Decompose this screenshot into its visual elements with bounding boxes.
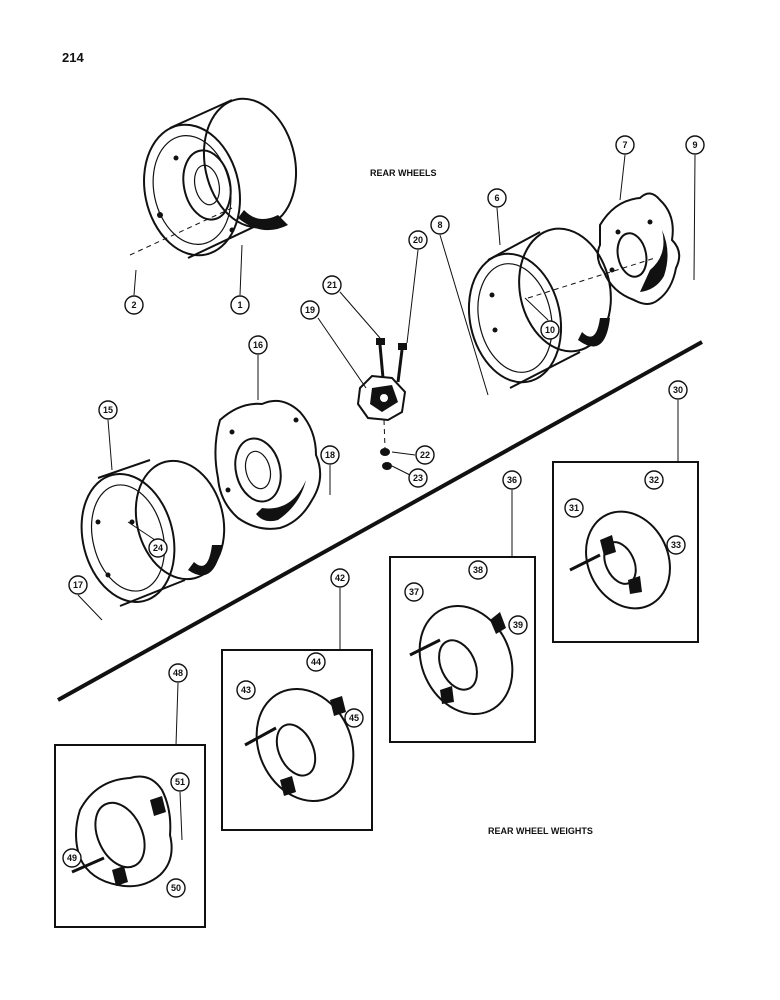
center-disc-16 (214, 399, 322, 530)
rear-wheel-rim-1 (143, 97, 298, 259)
callout-22: 22 (415, 445, 435, 465)
callout-49: 49 (62, 848, 82, 868)
center-disc-7 (596, 192, 681, 305)
rear-wheel-weights-title: REAR WHEEL WEIGHTS (488, 826, 593, 836)
callout-50: 50 (166, 878, 186, 898)
callout-6: 6 (487, 188, 507, 208)
svg-text:18: 18 (325, 450, 335, 460)
svg-text:6: 6 (494, 193, 499, 203)
callout-2: 2 (124, 295, 144, 315)
svg-text:7: 7 (622, 140, 627, 150)
callout-30: 30 (668, 380, 688, 400)
callout-17: 17 (68, 575, 88, 595)
svg-text:37: 37 (409, 587, 419, 597)
svg-text:22: 22 (420, 450, 430, 460)
section-divider (57, 340, 703, 702)
svg-text:23: 23 (413, 473, 423, 483)
wheel-weight-48 (71, 775, 173, 888)
svg-text:33: 33 (671, 540, 681, 550)
callout-51: 51 (170, 772, 190, 792)
callout-20: 20 (408, 230, 428, 250)
svg-text:15: 15 (103, 405, 113, 415)
svg-text:38: 38 (473, 565, 483, 575)
rear-wheels-title: REAR WHEELS (370, 168, 437, 178)
callout-23: 23 (408, 468, 428, 488)
wheel-weight-30 (569, 510, 671, 610)
weight-box-42 (221, 649, 373, 831)
callout-18: 18 (320, 445, 340, 465)
callout-9: 9 (685, 135, 705, 155)
svg-text:31: 31 (569, 503, 579, 513)
rear-wheel-rim-15 (80, 459, 226, 607)
callout-10: 10 (540, 320, 560, 340)
svg-text:16: 16 (253, 340, 263, 350)
svg-text:30: 30 (673, 385, 683, 395)
svg-text:45: 45 (349, 713, 359, 723)
svg-text:42: 42 (335, 573, 345, 583)
svg-text:19: 19 (305, 305, 315, 315)
svg-text:21: 21 (327, 280, 337, 290)
svg-text:20: 20 (413, 235, 423, 245)
callout-33: 33 (666, 535, 686, 555)
svg-text:48: 48 (173, 668, 183, 678)
rear-wheel-rim-6 (467, 227, 612, 389)
callout-7: 7 (615, 135, 635, 155)
wheel-weight-42 (244, 687, 355, 803)
svg-text:10: 10 (545, 325, 555, 335)
svg-text:51: 51 (175, 777, 185, 787)
callout-42: 42 (330, 568, 350, 588)
svg-text:9: 9 (692, 140, 697, 150)
svg-text:49: 49 (67, 853, 77, 863)
page-number: 214 (62, 50, 84, 65)
svg-text:24: 24 (153, 543, 163, 553)
svg-text:2: 2 (131, 300, 136, 310)
callout-38: 38 (468, 560, 488, 580)
svg-text:8: 8 (437, 220, 442, 230)
svg-text:39: 39 (513, 620, 523, 630)
callout-21: 21 (322, 275, 342, 295)
callout-24: 24 (148, 538, 168, 558)
callout-15: 15 (98, 400, 118, 420)
callout-32: 32 (644, 470, 664, 490)
callout-31: 31 (564, 498, 584, 518)
svg-text:1: 1 (237, 300, 242, 310)
svg-text:17: 17 (73, 580, 83, 590)
svg-text:36: 36 (507, 475, 517, 485)
callout-8: 8 (430, 215, 450, 235)
callout-16: 16 (248, 335, 268, 355)
weight-box-48 (54, 744, 206, 928)
callout-44: 44 (306, 652, 326, 672)
callout-36: 36 (502, 470, 522, 490)
svg-text:50: 50 (171, 883, 181, 893)
svg-text:43: 43 (241, 685, 251, 695)
callout-39: 39 (508, 615, 528, 635)
callout-43: 43 (236, 680, 256, 700)
svg-text:32: 32 (649, 475, 659, 485)
svg-text:44: 44 (311, 657, 321, 667)
callout-37: 37 (404, 582, 424, 602)
callout-19: 19 (300, 300, 320, 320)
callout-48: 48 (168, 663, 188, 683)
wheel-weight-36 (409, 604, 514, 716)
callout-1: 1 (230, 295, 250, 315)
hub-19 (356, 338, 407, 470)
callout-45: 45 (344, 708, 364, 728)
